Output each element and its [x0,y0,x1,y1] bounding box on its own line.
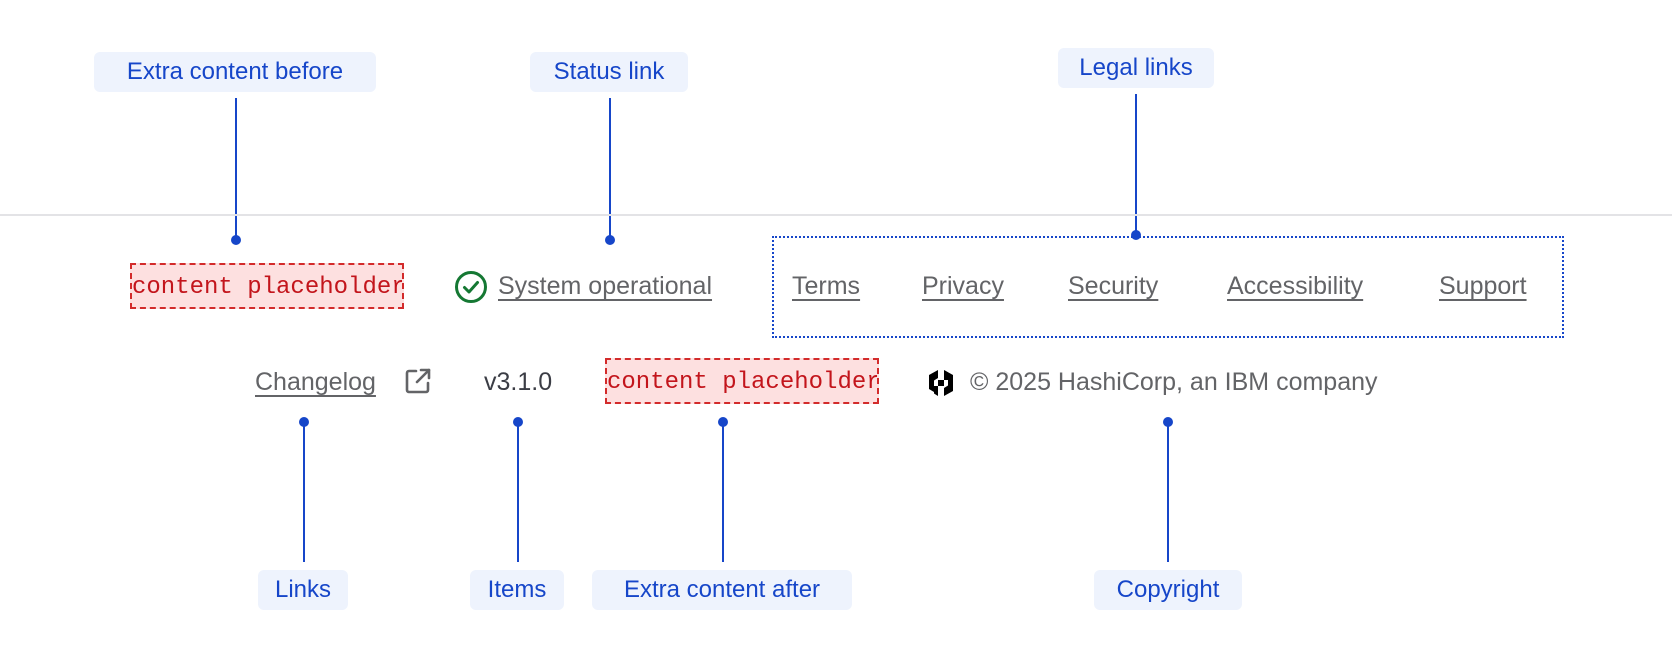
copyright: © 2025 HashiCorp, an IBM company [926,366,1446,402]
footer-divider [0,214,1672,216]
leader-line-status-link [609,98,611,238]
callout-items: Items [470,570,564,610]
leader-line-extra-before [235,98,237,238]
leader-dot-extra-before [231,235,241,245]
legal-link-accessibility[interactable]: Accessibility [1227,272,1364,300]
leader-line-links [303,420,305,562]
callout-extra-content-after: Extra content after [592,570,852,610]
check-circle-icon [454,270,488,304]
hashicorp-logo-icon [926,368,956,398]
callout-status-link: Status link [530,52,688,92]
legal-link-terms[interactable]: Terms [792,272,861,300]
callout-copyright: Copyright [1094,570,1242,610]
extra-content-before-placeholder: content placeholder [130,263,404,309]
status-link-label[interactable]: System operational [498,272,713,300]
callout-legal-links: Legal links [1058,48,1214,88]
leader-line-legal-links [1135,94,1137,234]
changelog-link[interactable]: Changelog [255,366,435,402]
legal-link-privacy[interactable]: Privacy [922,272,1004,300]
legal-link-support[interactable]: Support [1439,272,1527,300]
legal-link-security[interactable]: Security [1068,272,1159,300]
version-item: v3.1.0 [484,368,553,396]
callout-extra-content-before: Extra content before [94,52,376,92]
leader-line-items [517,420,519,562]
legal-links-group [772,236,1564,338]
status-link[interactable]: System operational [454,270,740,306]
leader-line-copyright [1167,420,1169,562]
extra-content-after-placeholder: content placeholder [605,358,879,404]
external-link-icon [403,366,433,396]
leader-dot-status-link [605,235,615,245]
copyright-text: © 2025 HashiCorp, an IBM company [970,368,1378,396]
leader-line-extra-after [722,420,724,562]
leader-dot-legal-links [1131,230,1141,240]
callout-links: Links [258,570,348,610]
changelog-link-label[interactable]: Changelog [255,368,376,396]
